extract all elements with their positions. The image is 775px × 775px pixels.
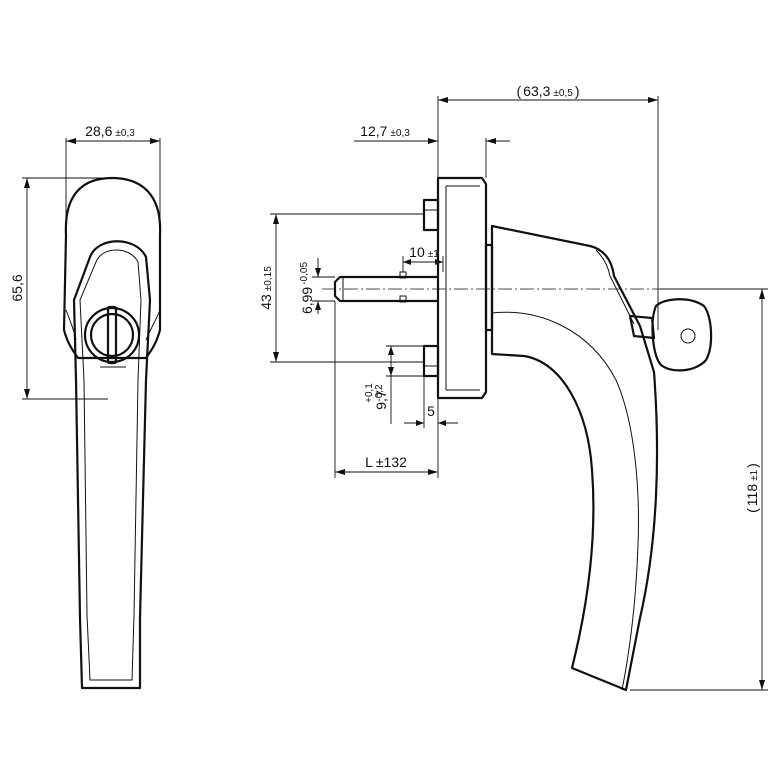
handle-height-label: (118±1) <box>744 463 760 513</box>
lock-cylinder-inner <box>89 312 135 358</box>
offset-label: 5 <box>427 403 435 419</box>
side-dimensions: (63,3±0,5) 12,7±0,3 43±0,15 6,99-0,05 10… <box>258 83 768 691</box>
screw-pitch-label: 43±0,15 <box>258 266 274 310</box>
base-plate <box>436 176 488 400</box>
spindle-length-label: L±132 <box>365 454 407 470</box>
screw-dia-label: 9,7 <box>373 390 389 410</box>
spindle-marker <box>399 295 407 303</box>
front-view: 28,6±0,3 65,6 <box>9 123 162 690</box>
keyway <box>106 305 118 365</box>
dimension-arrows <box>66 138 160 144</box>
front-width-label: 28,6±0,3 <box>85 123 135 139</box>
front-height-label: 65,6 <box>9 274 25 301</box>
screw-dia-tol-upper: +0,1 <box>364 383 375 403</box>
base-depth-label: 12,7±0,3 <box>360 123 410 139</box>
dimension-arrows <box>416 420 446 426</box>
rose-outline <box>62 176 162 360</box>
handle-outline <box>72 240 152 690</box>
side-view <box>322 176 760 692</box>
handle-lever <box>490 224 659 692</box>
screw-boss-bottom <box>422 344 440 378</box>
handle-upper-edge <box>595 249 635 325</box>
spindle-step-label: 10±1 <box>409 244 439 260</box>
handle-inner-edge <box>79 249 142 681</box>
key-bow <box>651 298 713 372</box>
screw-boss-top <box>422 198 440 232</box>
lock-cylinder-outer <box>83 306 141 364</box>
handle-face-edge <box>491 311 639 691</box>
dimension-arrows <box>388 346 394 376</box>
handle-bevel <box>65 309 161 341</box>
spindle-square-label: 6,99-0,05 <box>299 262 315 314</box>
screw-dia-tol-lower: -0,2 <box>374 384 385 402</box>
dimension-arrows <box>315 268 321 310</box>
reach-label: (63,3±0,5) <box>517 83 580 99</box>
dimension-arrows <box>403 259 443 265</box>
key-hole <box>680 328 696 344</box>
